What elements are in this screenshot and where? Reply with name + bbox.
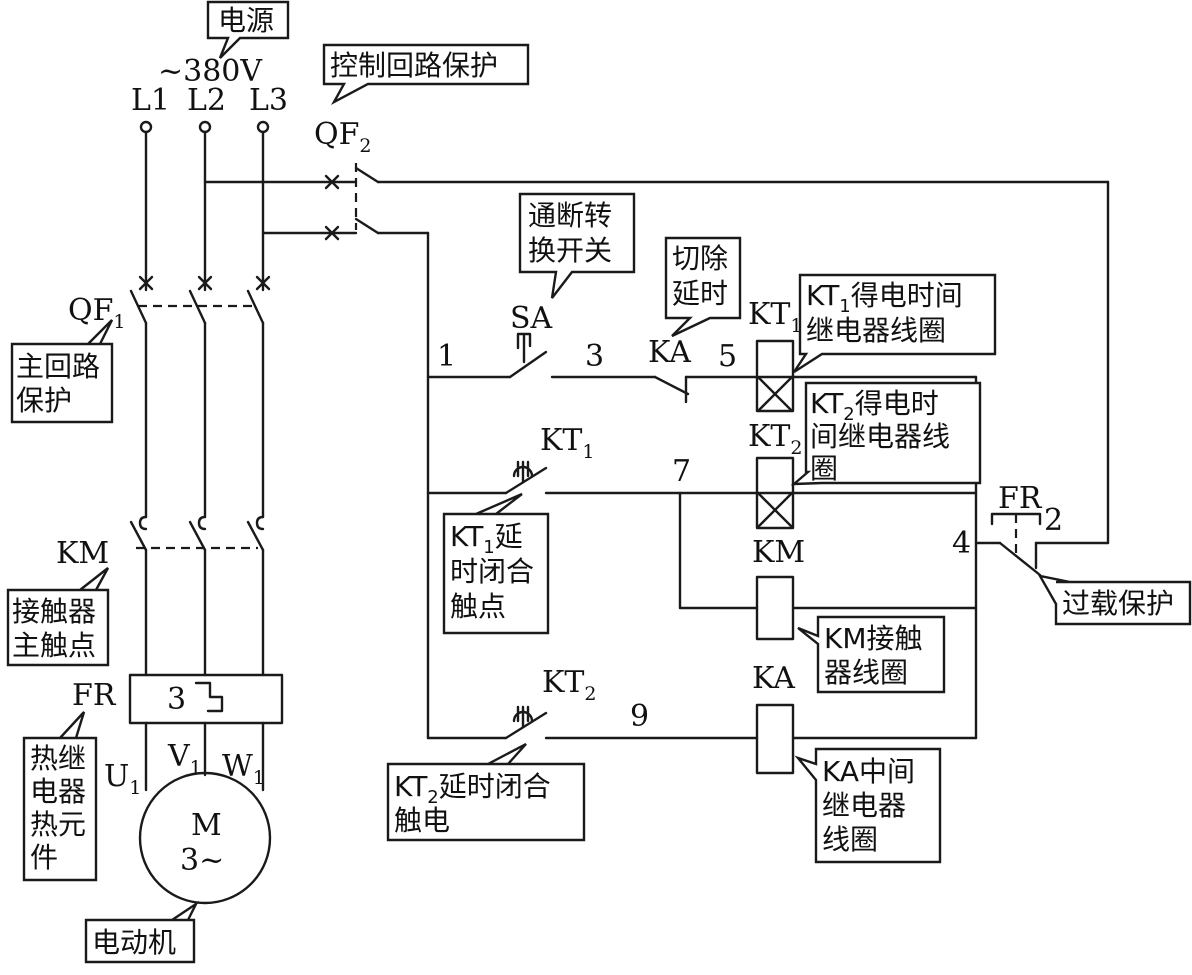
node-1: 1 [437,339,456,374]
svg-text:触点: 触点 [450,590,506,623]
motor: U1 V1 W1 M 3~ [104,739,272,905]
node-5: 5 [718,339,737,374]
power-supply: ~380V L1 L2 L3 [131,54,288,134]
callout-cut-delay: 切除 延时 [664,236,742,338]
ka-coil [755,703,795,775]
qf2-label: QF2 [314,117,372,157]
fr-main-label: FR [72,678,117,713]
node-3: 3 [585,339,604,374]
svg-text:电器: 电器 [30,775,86,808]
terminal-l1 [139,120,153,134]
svg-text:KT1延: KT1延 [450,520,523,558]
callout-kt2-coil: KT2得电时 间继电器线 圈 [790,381,982,486]
callout-ka-coil: KA中间 继电器 线圈 [794,747,942,864]
svg-text:保护: 保护 [16,384,72,417]
terminal-l3 [256,120,270,134]
svg-text:件: 件 [30,841,58,874]
callout-kt2-contact: KT2延时闭合 触电 [386,742,586,842]
svg-text:KA中间: KA中间 [822,755,915,788]
svg-text:换开关: 换开关 [528,234,612,267]
callout-kt1-coil: KT1得电时间 继电器线圈 [793,273,997,374]
terminal-l2 [198,120,212,134]
svg-text:KT2延时闭合: KT2延时闭合 [394,770,551,808]
motor-phase: 3~ [180,843,224,878]
sa-label: SA [510,301,553,336]
qf1-label: QF1 [68,293,126,333]
node-7: 7 [672,454,691,489]
svg-text:间继电器线: 间继电器线 [810,420,950,453]
motor-symbol [138,771,272,905]
terminal-u1-label: U1 [104,759,141,799]
svg-text:器线圈: 器线圈 [824,656,908,689]
km-coil [755,575,795,641]
callout-thermal: 热继 电器 热元 件 [22,711,98,882]
fr-overload-label: FR [998,481,1043,516]
callout-km-coil: KM接触 器线圈 [797,615,946,694]
phase-l2-label: L2 [187,83,226,118]
terminal-w1-label: W1 [222,749,265,789]
motor-letter: M [191,808,222,843]
svg-text:电动机: 电动机 [92,926,176,959]
callout-overload: 过载保护 [1037,574,1192,626]
ka-contact-label: KA [648,335,691,370]
rung-3: KM [678,491,978,641]
svg-text:圈: 圈 [810,452,838,485]
svg-text:主触点: 主触点 [12,629,96,662]
callout-motor: 电动机 [84,900,200,964]
km-coil-label: KM [752,535,805,570]
svg-text:控制回路保护: 控制回路保护 [330,49,498,82]
svg-text:触电: 触电 [394,804,450,837]
callout-contactor-main: 接触器 主触点 [6,567,110,667]
svg-text:过载保护: 过载保护 [1062,587,1174,620]
supply-voltage-label: ~380V [158,54,263,89]
svg-text:时闭合: 时闭合 [450,555,534,588]
km-main-label: KM [56,536,109,571]
qf1-main-breaker: QF1 [68,275,271,333]
main-circuit-wires [144,130,334,677]
svg-text:KT1得电时间: KT1得电时间 [806,279,963,317]
callout-switch: 通断转 换开关 [518,192,636,299]
callout-power: 电源 [206,0,290,59]
kt2-contact-label: KT2 [542,665,597,705]
node-9: 9 [630,699,649,734]
rung-4: KT2 9 KA [426,661,978,775]
svg-text:线圈: 线圈 [822,823,878,856]
fr-thermal-element: 3 FR [72,673,284,792]
thermal-element-number: 3 [167,682,186,717]
svg-text:通断转: 通断转 [528,199,612,232]
callout-main-protection: 主回路 保护 [10,319,114,424]
node-4: 4 [952,526,971,561]
svg-text:接触器: 接触器 [12,595,96,628]
svg-text:继电器线圈: 继电器线圈 [806,314,946,347]
svg-text:主回路: 主回路 [16,350,100,383]
kt2-coil-label: KT2 [748,419,803,459]
svg-text:电源: 电源 [218,4,274,37]
node-2: 2 [1044,503,1063,538]
svg-text:切除: 切除 [672,242,728,275]
svg-text:延时: 延时 [672,277,728,310]
ka-coil-label: KA [752,661,795,696]
qf2-control-breaker: QF2 [314,117,1110,740]
phase-l1-label: L1 [131,83,170,118]
svg-text:KT2得电时: KT2得电时 [810,387,939,425]
kt1-contact-label: KT1 [540,423,595,463]
svg-text:KM接触: KM接触 [824,622,923,655]
svg-text:继电器: 继电器 [822,789,906,822]
svg-text:热继: 热继 [30,742,86,775]
callout-kt1-contact: KT1延 时闭合 触点 [442,492,550,635]
km-main-contacts: KM [56,515,265,571]
kt1-coil-label: KT1 [748,297,803,337]
phase-l3-label: L3 [249,83,288,118]
svg-text:热元: 热元 [30,808,86,841]
callout-control-protection: 控制回路保护 [322,43,530,105]
